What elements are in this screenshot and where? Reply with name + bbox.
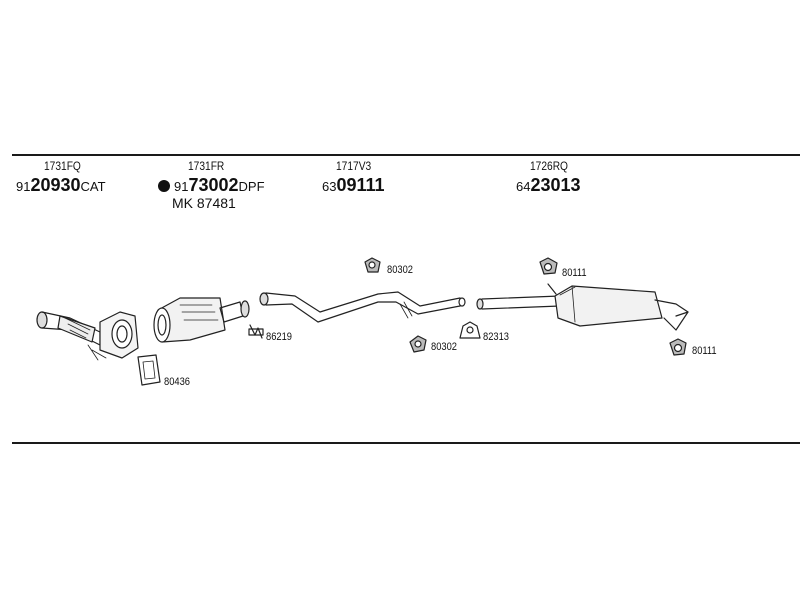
part-label-80302-top: 80302 xyxy=(387,264,414,276)
group-2-code: 1731FR xyxy=(188,159,225,173)
group-1-code: 1731FQ xyxy=(44,159,81,173)
part-label-80111-top: 80111 xyxy=(562,267,587,279)
clamp xyxy=(248,324,264,339)
group-1-part-number: 9120930CAT xyxy=(16,175,106,195)
rear-silencer xyxy=(476,283,689,331)
group-2-part-number: 9173002DPF xyxy=(158,176,265,194)
group-3-code: 1717V3 xyxy=(336,159,372,173)
hanger-top xyxy=(364,257,381,273)
bullet-icon xyxy=(158,180,170,192)
group-3-part-number: 6309111 xyxy=(322,175,385,195)
group-2-mk-number: MK 87481 xyxy=(172,195,236,211)
bottom-divider xyxy=(12,442,800,444)
hanger-80111-bottom xyxy=(669,338,687,356)
part-label-80111-bottom: 80111 xyxy=(692,345,717,357)
part-label-80302-bottom: 80302 xyxy=(431,341,458,353)
catalytic-converter xyxy=(36,311,139,361)
part-label-80436: 80436 xyxy=(164,376,191,388)
diesel-particulate-filter xyxy=(153,297,250,343)
hanger-80111-top xyxy=(539,257,558,275)
gasket xyxy=(137,354,161,386)
part-label-86219: 86219 xyxy=(266,331,293,343)
bracket xyxy=(459,321,481,339)
intermediate-pipe xyxy=(259,291,466,323)
group-4-part-number: 6423013 xyxy=(516,175,581,195)
hanger-bottom xyxy=(409,335,427,353)
part-label-82313: 82313 xyxy=(483,331,510,343)
group-4-code: 1726RQ xyxy=(530,159,568,173)
top-divider xyxy=(12,154,800,156)
